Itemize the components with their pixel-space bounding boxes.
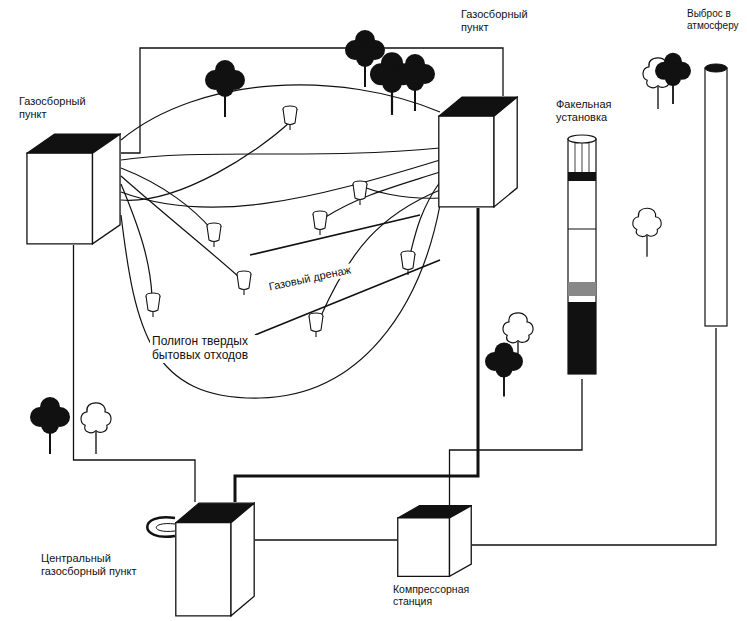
facility-node: Выброс в атмосферу bbox=[686, 8, 742, 330]
facility-node: Газосборный пункт bbox=[18, 95, 128, 247]
facility-node: Факельная установка bbox=[555, 98, 627, 383]
collection-point-box bbox=[175, 502, 255, 617]
node-label: Выброс в атмосферу bbox=[686, 8, 744, 31]
facility-node: Компрессорная станция bbox=[392, 505, 480, 619]
facility-node: Газосборный пункт bbox=[438, 8, 534, 208]
node-label: Газосборный пункт bbox=[18, 95, 96, 120]
collection-point-box bbox=[438, 96, 518, 208]
gas-pipe bbox=[74, 245, 196, 502]
node-label: Газосборный пункт bbox=[460, 8, 534, 33]
node-label: Компрессорная станция bbox=[392, 583, 482, 607]
node-label: Центральный газосборный пункт bbox=[40, 552, 154, 577]
drain-label: Газовый дренаж bbox=[266, 263, 354, 294]
landfill-label: Полигон твердых бытовых отходов bbox=[150, 335, 284, 363]
flare-unit bbox=[567, 134, 597, 379]
gas-pipe bbox=[450, 379, 583, 505]
gas-pipe bbox=[255, 539, 397, 540]
node-label: Факельная установка bbox=[555, 98, 629, 123]
exhaust-stack bbox=[704, 63, 728, 328]
facility-node: Центральный газосборный пункт bbox=[40, 500, 255, 618]
collection-point-box bbox=[26, 133, 121, 245]
collection-point-box bbox=[397, 505, 472, 577]
